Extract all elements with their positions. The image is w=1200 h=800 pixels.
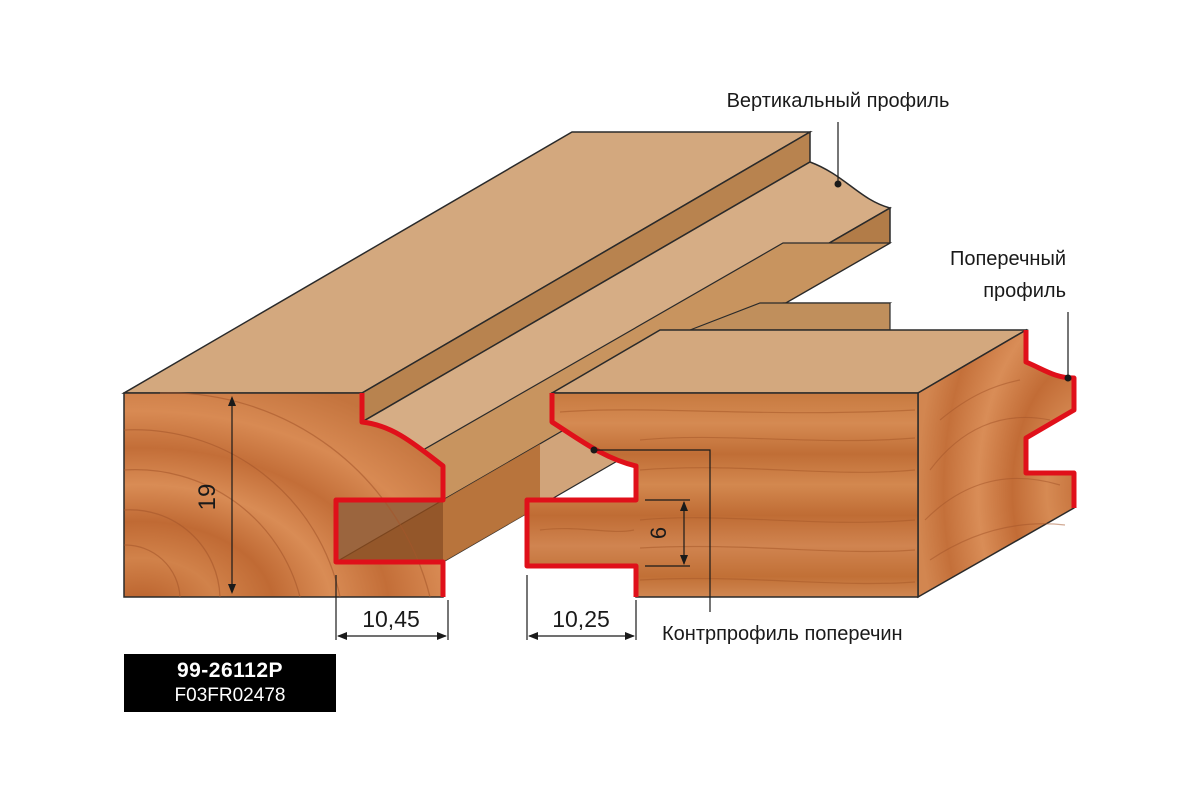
callout-counter-profile: Контрпрофиль поперечин [590,446,903,645]
dimension-width-right: 10,25 [526,575,637,640]
leader-dot [1064,374,1072,382]
dimension-height: 19 [194,396,236,594]
cross-end-rings [924,379,1066,561]
cross-profile-outline [1023,330,1077,508]
height-value: 19 [194,484,221,511]
tongue-value: 6 [646,527,671,539]
callout-cross-profile: Поперечный профиль [950,248,1072,382]
product-code: 99-26112P [176,659,284,682]
width-right-value: 10,25 [552,606,610,632]
rail-groove-depth [443,444,540,562]
cross-side-grain [539,409,916,585]
rail-groove-shadow [336,500,443,562]
rail-grain-rings [123,392,431,598]
product-reference: F03FR02478 [174,685,286,706]
cross-profile-label-line1: Поперечный [950,248,1066,270]
width-left-value: 10,45 [362,606,420,632]
dimension-tongue: 6 [645,499,690,567]
cross-profile-label-line2: профиль [983,280,1066,302]
vertical-profile-label: Вертикальный профиль [727,90,950,112]
counter-profile-outline [524,393,639,597]
cross-piece-board [524,302,1077,599]
leader-dot [590,446,598,454]
leader-dot [834,180,842,188]
dimension-width-left: 10,45 [335,575,449,640]
counter-profile-label: Контрпрофиль поперечин [662,623,903,645]
rail-profile-outline [333,393,446,597]
callout-vertical-profile: Вертикальный профиль [727,90,950,188]
product-code-badge: 99-26112P F03FR02478 [124,654,336,712]
